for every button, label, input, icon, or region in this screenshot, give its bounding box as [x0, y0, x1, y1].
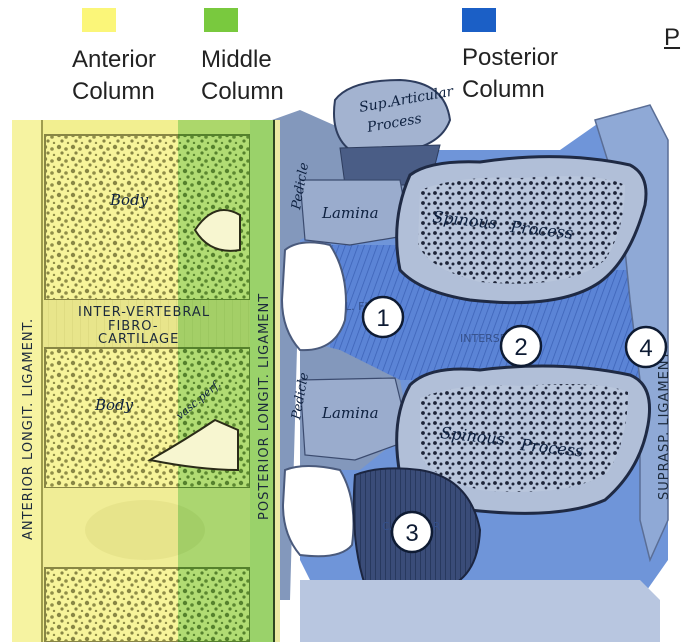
sup-articular-process [333, 78, 452, 154]
marker-1-text: 1 [376, 305, 389, 332]
lamina-lower [299, 377, 411, 461]
lower-bone-slab [300, 580, 660, 642]
spinous-process-upper-core [418, 176, 625, 284]
marker-3: 3 [390, 510, 434, 554]
legend-label-middle: Middle Column [201, 44, 284, 108]
label-anterior-lig: ANTERIOR LONGIT. LIGAMENT. [21, 318, 36, 540]
marker-3-text: 3 [405, 520, 418, 547]
label-posterior-lig: POSTERIOR LONGIT. LIGAMENT [257, 293, 272, 520]
marker-4: 4 [624, 325, 668, 369]
marker-2-text: 2 [514, 334, 527, 361]
label-supraspinous-lig: SUPRASP. LIGAMENT [657, 351, 672, 500]
marker-4-text: 4 [639, 335, 652, 362]
legend-label-anterior-line2: Column [72, 78, 155, 105]
anterior-longitudinal-ligament [12, 120, 42, 642]
marker-2: 2 [499, 324, 543, 368]
label-disc-1: INTER-VERTEBRAL [78, 305, 210, 320]
legend-swatch-anterior [82, 8, 116, 32]
legend-label-middle-line1: Middle [201, 46, 272, 73]
spinous-process-lower-core [420, 384, 628, 492]
label-body-lower: Body [94, 396, 134, 414]
anterior-column-overlay [12, 120, 178, 642]
legend-label-anterior-line1: Anterior [72, 46, 157, 73]
legend-label-anterior: Anterior Column [72, 44, 156, 108]
vascular-channel-lower [147, 418, 239, 472]
label-disc-3: CARTILAGE [98, 332, 179, 347]
nucleus-pulposus [85, 500, 205, 560]
vascular-channel-upper [193, 209, 241, 252]
legend-label-middle-line2: Column [201, 78, 284, 105]
legend-label-posterior-line1: Posterior [462, 44, 559, 71]
legend-label-posterior-line2: Column [462, 76, 545, 103]
legend-swatch-middle [204, 8, 238, 32]
lamina-upper [299, 179, 411, 246]
foramen-upper [280, 241, 347, 352]
corner-text: P [664, 24, 681, 51]
label-lamina-upper: Lamina [321, 204, 379, 222]
marker-1: 1 [361, 295, 405, 339]
foramen-lower [281, 465, 355, 558]
legend-label-posterior: Posterior Column [462, 42, 558, 106]
middle-column-overlay [178, 120, 250, 642]
posterior-longitudinal-ligament [250, 120, 274, 642]
label-disc-2: FIBRO- [108, 319, 159, 334]
label-body-upper: Body [109, 191, 149, 209]
label-lamina-lower: Lamina [321, 404, 379, 422]
legend-swatch-posterior [462, 8, 496, 32]
